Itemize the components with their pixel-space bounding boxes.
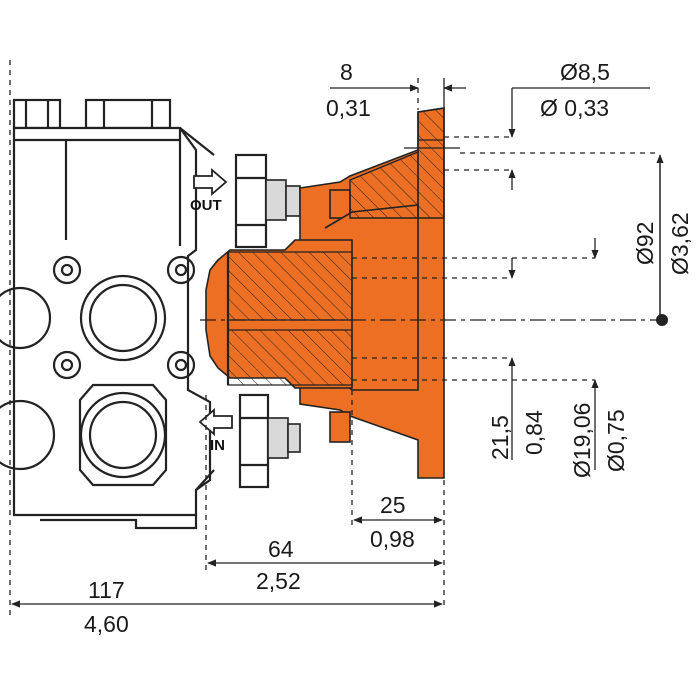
bolt-bottom-left	[52, 350, 82, 380]
svg-text:25: 25	[380, 492, 406, 518]
svg-text:117: 117	[88, 577, 125, 603]
svg-text:0,84: 0,84	[521, 410, 547, 455]
dim-shaft-length: 25 0,98	[353, 492, 443, 552]
bolt-top-left	[52, 255, 82, 285]
flange-section-hatch	[417, 107, 445, 219]
port-circle-top-left	[0, 286, 52, 350]
svg-text:Ø3,62: Ø3,62	[667, 212, 693, 275]
in-arrow-icon	[198, 408, 233, 436]
svg-text:Ø19,06: Ø19,06	[569, 403, 595, 478]
svg-text:8: 8	[340, 59, 353, 85]
svg-text:Ø 0,33: Ø 0,33	[540, 95, 609, 121]
dim-shaft-key: 21,5 0,84	[487, 258, 547, 460]
dim-bolt-circle: Ø92 Ø3,62	[632, 154, 693, 318]
bolt-bottom-right	[166, 350, 196, 380]
svg-text:21,5: 21,5	[487, 415, 513, 460]
svg-text:2,52: 2,52	[256, 568, 301, 594]
bolt-circle-center-dot	[656, 314, 668, 326]
out-port-label: OUT	[190, 197, 222, 214]
svg-text:Ø8,5: Ø8,5	[560, 59, 610, 85]
svg-text:0,98: 0,98	[370, 526, 415, 552]
out-fitting: OUT	[190, 153, 301, 249]
port-circle-top-right	[79, 274, 167, 362]
svg-text:Ø92: Ø92	[632, 222, 658, 265]
svg-text:0,31: 0,31	[326, 95, 371, 121]
svg-text:Ø0,75: Ø0,75	[603, 409, 629, 472]
out-arrow-icon	[193, 168, 228, 196]
in-port-label: IN	[210, 437, 225, 454]
top-nut-right	[84, 98, 172, 130]
pump-body	[0, 98, 215, 530]
dim-overall-length: 117 4,60	[11, 577, 443, 637]
in-fitting: IN	[198, 393, 301, 489]
orange-flange	[205, 107, 460, 479]
bolt-top-right	[166, 255, 196, 285]
dim-shaft-diameter: Ø19,06 Ø0,75	[569, 238, 629, 478]
svg-text:4,60: 4,60	[84, 611, 129, 637]
dim-flange-thickness: 8 0,31	[326, 59, 466, 121]
svg-text:64: 64	[268, 536, 294, 562]
dim-bolt-hole: Ø8,5 Ø 0,33	[508, 59, 650, 190]
port-circle-bottom-left	[0, 399, 56, 471]
top-nut-left	[12, 98, 62, 130]
dim-pump-to-flange: 64 2,52	[207, 536, 443, 594]
